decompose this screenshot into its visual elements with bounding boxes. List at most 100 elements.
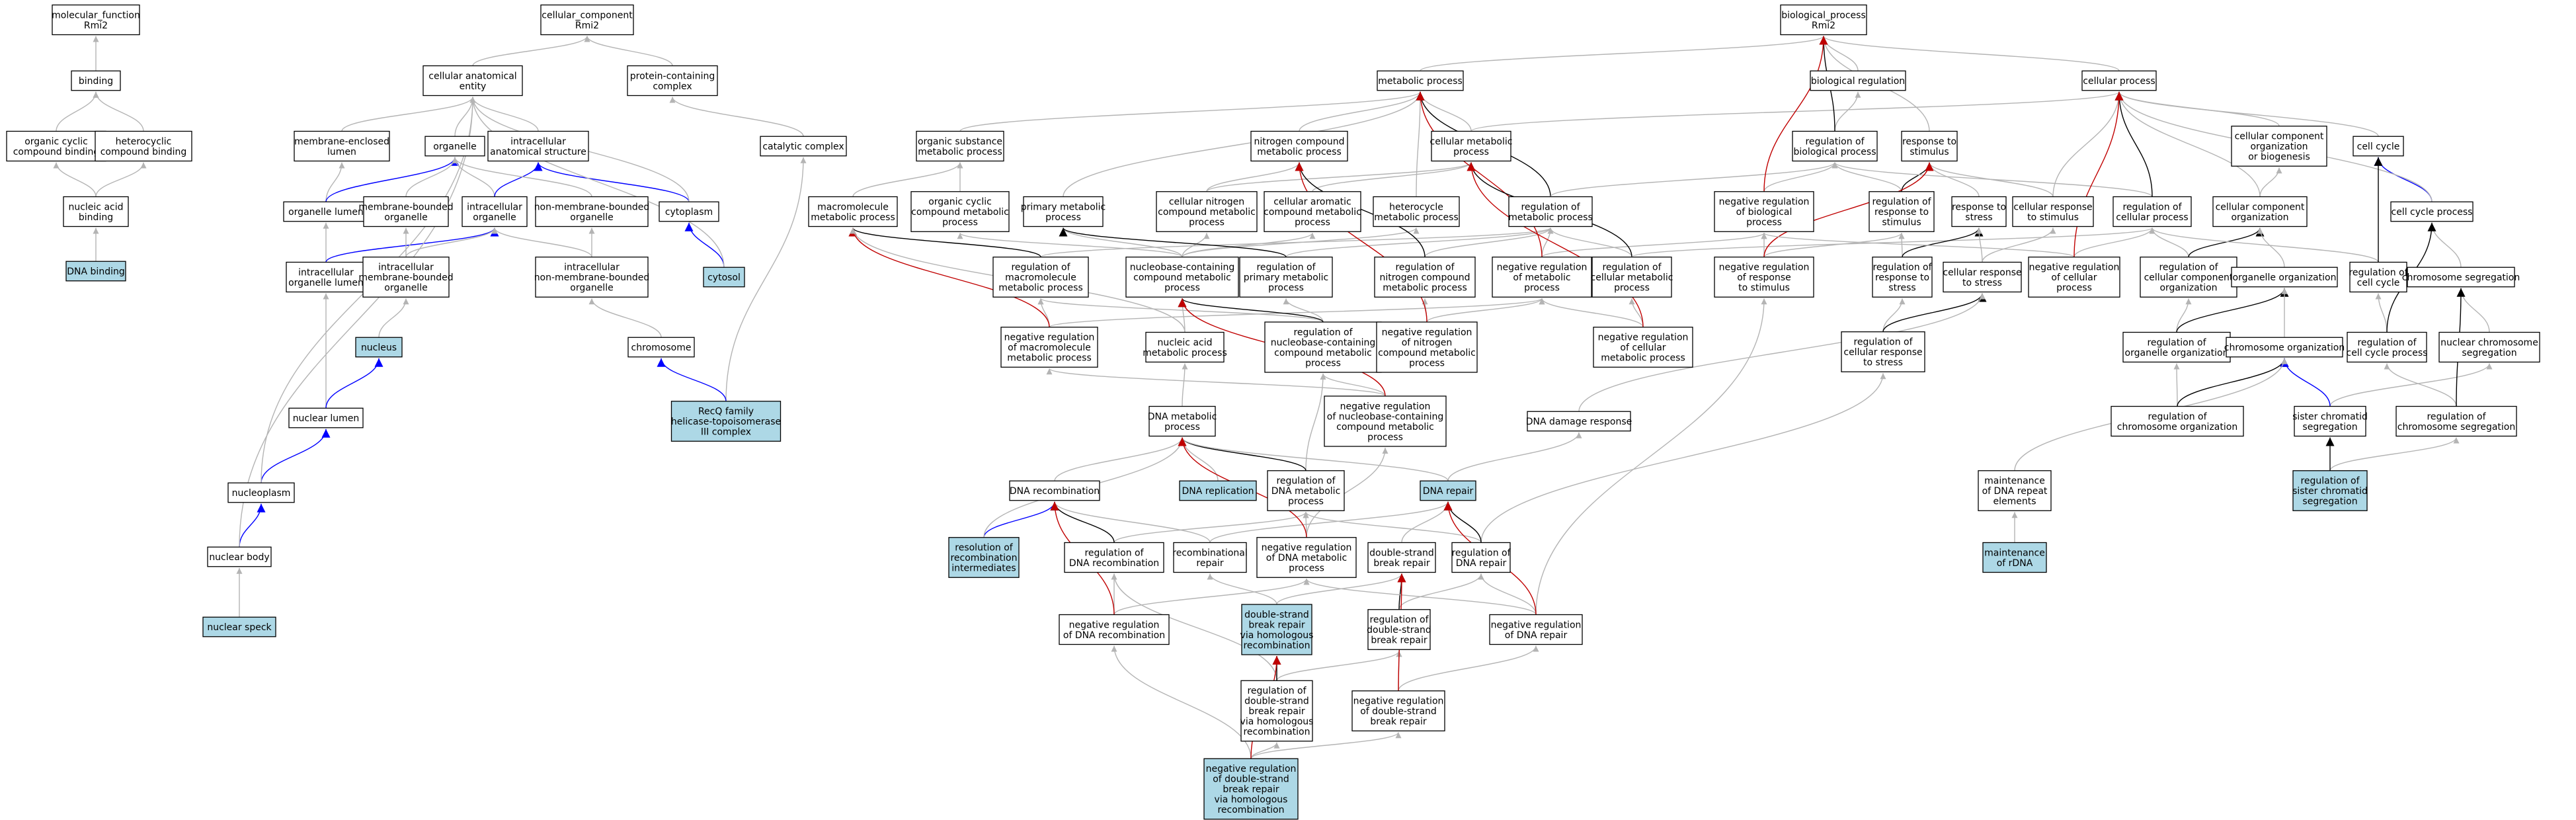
go-term-cytoplasm[interactable]: cytoplasm xyxy=(659,201,719,222)
go-term-cellcycle[interactable]: cell cycle xyxy=(2353,136,2404,157)
go-term-nucspeck[interactable]: nuclear speck xyxy=(202,616,276,637)
go-term-catc[interactable]: catalytic complex xyxy=(760,136,847,157)
go-term-chrseg[interactable]: chromosome segregation xyxy=(2402,266,2520,288)
go-term-dnadr[interactable]: DNA damage response xyxy=(1526,411,1632,432)
go-term-orglumen[interactable]: organelle lumen xyxy=(283,201,369,222)
go-term-dnarec[interactable]: DNA recombination xyxy=(1009,480,1100,501)
go-term-binding[interactable]: binding xyxy=(71,70,121,91)
go-term-regnbcmp[interactable]: regulation ofnucleobase-containingcompou… xyxy=(1264,321,1382,373)
go-term-nucleoplasm[interactable]: nucleoplasm xyxy=(227,482,295,503)
go-term-cytosol[interactable]: cytosol xyxy=(703,266,745,288)
go-term-cellproc[interactable]: cellular process xyxy=(2081,70,2157,91)
go-term-dnab[interactable]: DNA binding xyxy=(65,261,126,282)
go-term-nucleus[interactable]: nucleus xyxy=(355,337,403,358)
go-term-bioreg[interactable]: biological regulation xyxy=(1810,70,1906,91)
go-term-metproc[interactable]: metabolic process xyxy=(1377,70,1464,91)
go-term-organelle[interactable]: organelle xyxy=(424,136,485,157)
go-term-ccp[interactable]: cell cycle process xyxy=(2390,201,2474,222)
go-term-nucbody[interactable]: nuclear body xyxy=(207,546,272,567)
go-term-chromosome[interactable]: chromosome xyxy=(627,337,695,358)
go-term-inmbo[interactable]: intracellularnon-membrane-boundedorganel… xyxy=(534,257,650,298)
go-term-dnarepair[interactable]: DNA repair xyxy=(1420,480,1476,501)
go-term-nuclumen[interactable]: nuclear lumen xyxy=(288,407,364,429)
go-term-chrorg[interactable]: chromosome organization xyxy=(2224,337,2345,358)
go-term-orgorg[interactable]: organelle organization xyxy=(2231,266,2338,288)
